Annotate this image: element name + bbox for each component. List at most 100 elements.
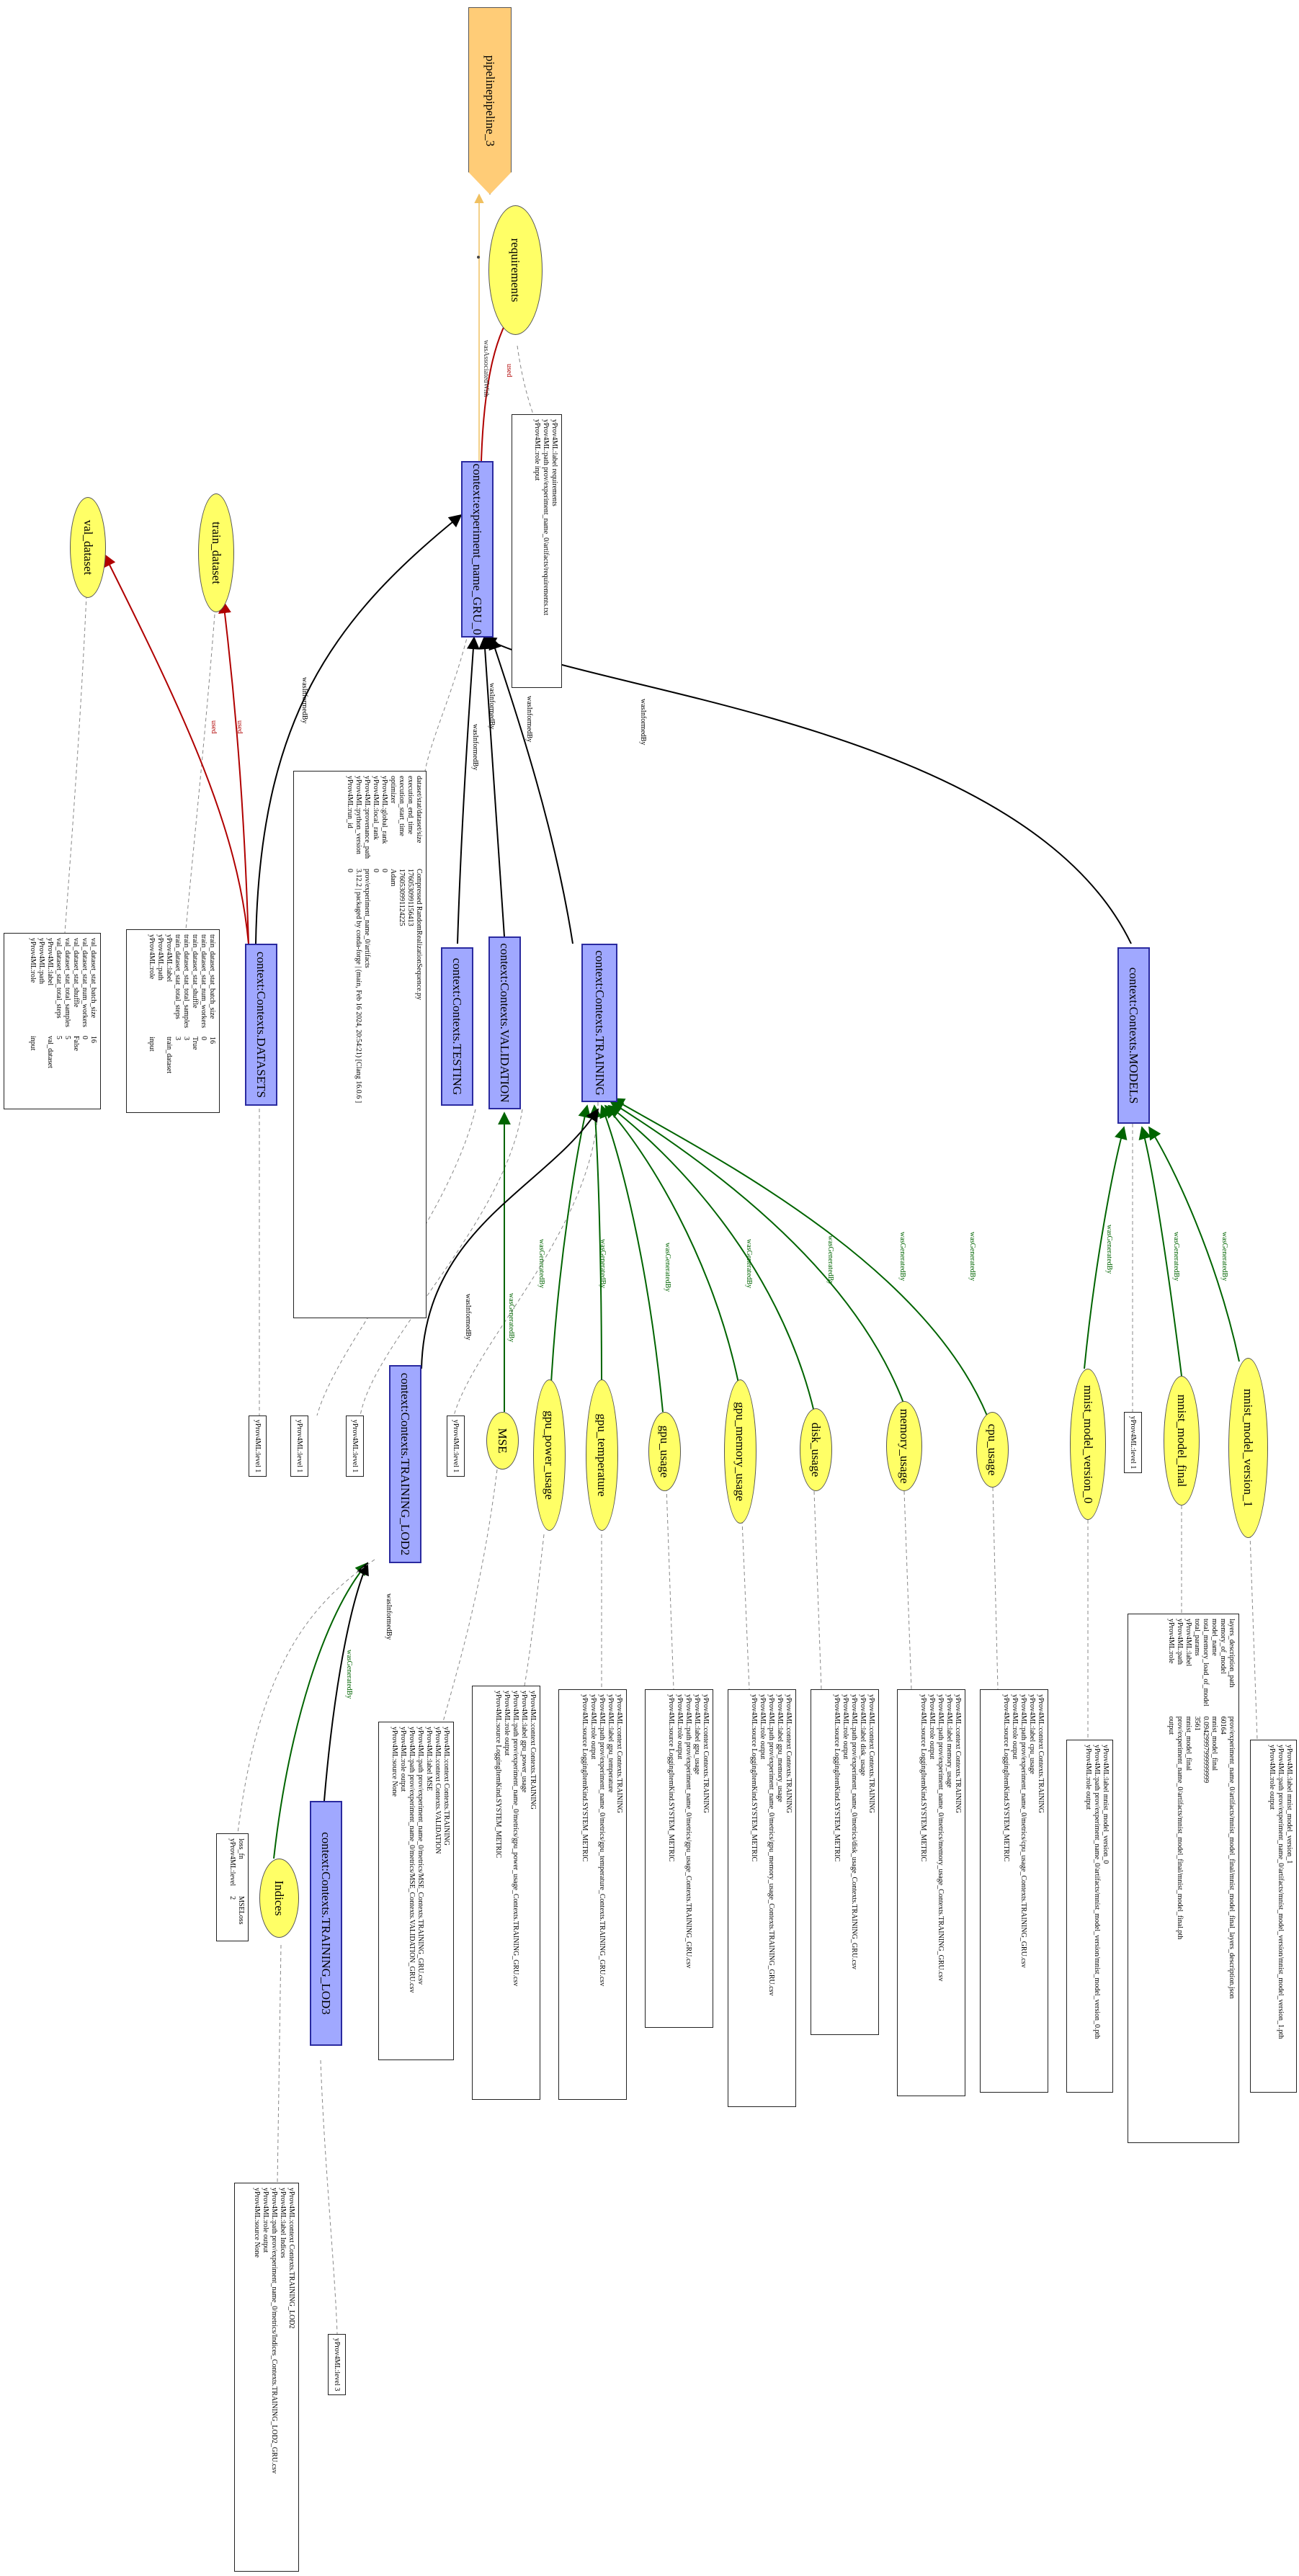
validation-label: context:Contexts.VALIDATION [498,943,512,1103]
note-value: 0 [200,1036,207,1040]
note-key: yProv4ML:python_version [354,776,362,854]
note-value: 16 [89,1035,97,1043]
note-value: 16 [208,1036,216,1044]
models-activity[interactable]: context:Contexts.MODELS [1117,947,1150,1124]
note-line: yProv4ML:source None [390,1727,398,1797]
note-line: yProv4ML:source LoggingItemKind.SYSTEM_M… [667,1694,675,1862]
edge-label-informed-datasets: wasInformedBy [300,677,308,724]
training-lod3-label: context:Contexts.TRAINING_LOD3 [319,1832,334,2015]
note-value [37,1036,45,1068]
pipeline-agent[interactable]: pipelinepipeline_3 [468,7,512,194]
edge-label-informed-testing: wasInformedBy [471,724,479,771]
edge-label-generated-model-v1: wasGeneratedBy [1220,1232,1228,1282]
note-line: yProv4ML:source LoggingItemKind.SYSTEM_M… [750,1694,758,1862]
note-line: yProv4ML:label disk_usage [859,1694,867,1776]
note-key: memory_of_model [1219,1619,1227,1674]
note-key: yProv4ML:role [29,938,37,983]
training-lod2-activity[interactable]: context:Contexts.TRAINING_LOD2 [389,1365,421,1563]
edge-informed-lod2 [421,1108,599,1369]
note-value: output [1167,1716,1175,1735]
level-text: yProv4ML:level 1 [1129,1416,1137,1470]
note-line: yProv4ML:path prov/experiment_name_0/met… [512,1691,519,1987]
note-line: yProv4ML:context Contexts.TRAINING [615,1694,623,1813]
indices-entity[interactable]: Indices [259,1859,299,1938]
gpu-memory-usage-label: gpu_memory_usage [733,1402,748,1501]
note-line: yProv4ML:role output [262,2188,269,2253]
note-value: 5 [63,1035,71,1039]
note-line: yProv4ML:context Contexts.TRAINING [867,1694,875,1813]
note-line: yProv4ML:source LoggingItemKind.SYSTEM_M… [919,1694,927,1862]
experiment-activity[interactable]: context:experiment_name_GRU_0 [461,461,494,638]
disk-usage-entity[interactable]: disk_usage [800,1408,832,1491]
training-lod3-activity[interactable]: context:Contexts.TRAINING_LOD3 [310,1801,342,2046]
note-key: yProv4ML:label [1184,1619,1192,1667]
gpu-memory-usage-entity[interactable]: gpu_memory_usage [724,1379,756,1524]
models-level: yProv4ML:level 1 [1124,1412,1142,1473]
training-activity[interactable]: context:Contexts.TRAINING [581,944,617,1102]
model-version-0-entity[interactable]: mnist_model_version_0 [1070,1369,1106,1520]
cpu-usage-entity[interactable]: cpu_usage [976,1412,1009,1488]
note-line: yProv4ML:path prov/experiment_name_0/met… [408,1727,416,1993]
note-line: yProv4ML:label MSE [425,1727,433,1792]
note-line: yProv4ML:path prov/experiment_name_0/met… [850,1694,858,1969]
note-line: yProv4ML:context Contexts.VALIDATION [434,1727,442,1854]
note-line: yProv4ML:label gpu_temperature [607,1694,615,1793]
note-key: yProv4ML:level [228,1838,236,1887]
edge-label-generated-gpu-usage: wasGeneratedBy [664,1243,671,1292]
train-dataset-entity[interactable]: train_dataset [198,493,234,612]
requirements-entity[interactable]: requirements [488,205,543,335]
model-final-entity[interactable]: mnist_model_final [1164,1376,1200,1506]
experiment-label: context:experiment_name_GRU_0 [470,463,485,635]
gpu-power-usage-entity[interactable]: gpu_power_usage [533,1379,566,1531]
edge-label-generated-indices: wasGeneratedBy [345,1650,353,1699]
edge-label-used-datasets-val: used [210,720,218,734]
note-key: execution_end_time [406,776,414,835]
note-link-requirements [517,345,534,415]
memory-usage-entity[interactable]: memory_usage [886,1401,922,1491]
gpu-power-usage-label: gpu_power_usage [543,1410,557,1500]
note-line: yProv4ML:source LoggingItemKind.SYSTEM_M… [494,1691,502,1859]
edge-generated-cpu [611,1098,988,1416]
note-line: yProv4ML:label mnist_model_version_0 [1102,1745,1110,1864]
note-value: prov/experiment_name_0/artifacts [363,868,371,968]
edge-generated-disk [607,1104,815,1413]
testing-activity[interactable]: context:Contexts.TESTING [441,947,473,1106]
pipeline-label: pipelinepipeline_3 [483,55,497,147]
note-key: train_dataset_stat_total_steps [174,934,182,1019]
note-link-model-v1 [1249,1534,1258,1740]
note-value: input [29,1035,37,1051]
note-key: yProv4ML:role [148,934,156,980]
edge-generated-model-v0 [1084,1126,1128,1369]
model-version-1-entity[interactable]: mnist_model_version_1 [1228,1358,1268,1538]
note-line: yProv4ML:path prov/experiment_name_0/met… [937,1694,945,1982]
note-link-train-dataset [185,614,215,930]
note-link-experiment [424,626,470,772]
note-line: yProv4ML:path prov/experiment_name_0/art… [1093,1745,1101,2039]
gpu-temperature-entity[interactable]: gpu_temperature [586,1379,618,1531]
datasets-label: context:Contexts.DATASETS [254,951,269,1099]
testing-level: yProv4ML:level 1 [290,1416,308,1477]
note-line: yProv4ML:context Contexts.TRAINING [785,1694,793,1813]
training-level: yProv4ML:level 1 [447,1416,465,1477]
note-line: yProv4ML:role input [533,419,541,481]
note-value [156,1037,164,1073]
edge-informed-testing [457,636,480,944]
edge-label-generated-memory: wasGeneratedBy [898,1232,906,1282]
level-text: yProv4ML:level 1 [351,1419,359,1473]
mse-entity[interactable]: MSE [486,1412,519,1470]
val-dataset-entity[interactable]: val_dataset [70,497,106,598]
validation-activity[interactable]: context:Contexts.VALIDATION [488,936,521,1109]
datasets-activity[interactable]: context:Contexts.DATASETS [245,944,277,1106]
note-value: 1760530991156413 [406,868,414,926]
note-line: yProv4ML:path prov/experiment_name_0/met… [416,1727,424,1985]
note-key: yProv4ML:label [46,938,54,986]
gpu-usage-entity[interactable]: gpu_usage [648,1412,681,1491]
edge-label-informed-validation: wasInformedBy [488,683,496,730]
note-key: train_dataset_stat_total_samples [182,934,190,1028]
note-key: train_dataset_stat_shuffle [191,934,199,1009]
